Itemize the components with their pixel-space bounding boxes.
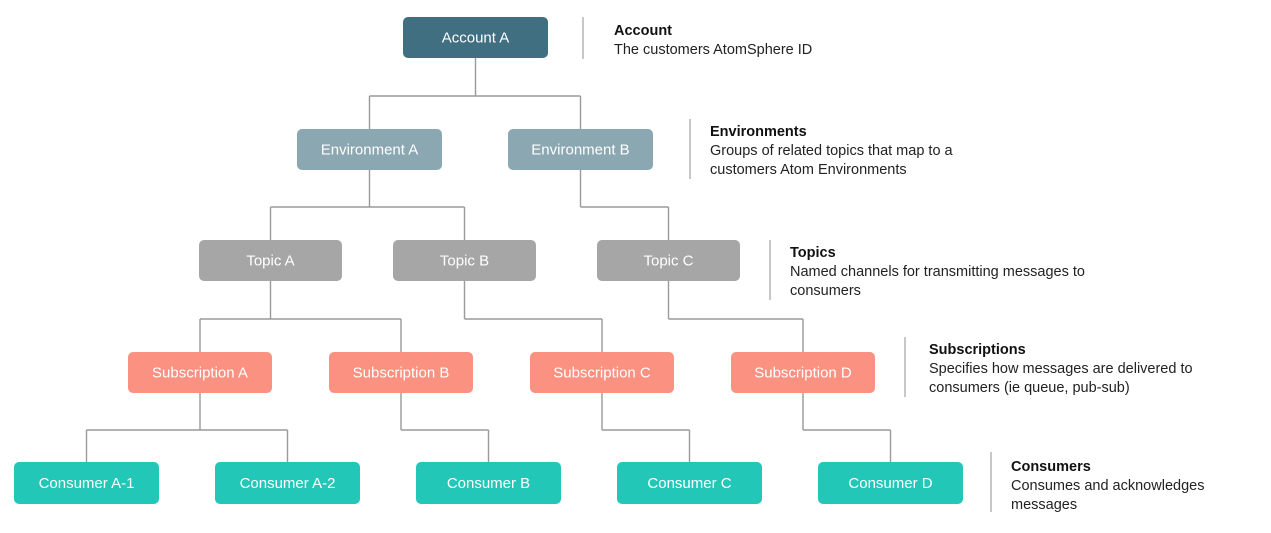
node-box-consumer-a-2[interactable]	[215, 462, 360, 504]
legend-description-line: consumers (ie queue, pub-sub)	[929, 380, 1130, 396]
connector-group-subscription-c	[601, 393, 691, 462]
node-consumer-a-1[interactable]: Consumer A-1	[14, 462, 159, 504]
legend-description-line: Groups of related topics that map to a	[710, 143, 954, 159]
legend-description-line: The customers AtomSphere ID	[614, 42, 812, 58]
connector-group-subscription-d	[802, 393, 892, 462]
node-label-account-a: Account A	[442, 29, 510, 46]
node-box-topic-b[interactable]	[393, 240, 536, 281]
node-topic-b[interactable]: Topic B	[393, 240, 536, 281]
node-box-subscription-a[interactable]	[128, 352, 272, 393]
connector-group-topic-c	[667, 281, 804, 352]
connector-group-topic-a	[199, 281, 402, 352]
node-label-topic-b: Topic B	[440, 252, 489, 269]
legend-title-topics: Topics	[790, 245, 836, 261]
node-label-consumer-b: Consumer B	[447, 475, 530, 492]
node-subscription-c[interactable]: Subscription C	[530, 352, 674, 393]
node-topic-c[interactable]: Topic C	[597, 240, 740, 281]
node-box-consumer-a-1[interactable]	[14, 462, 159, 504]
node-box-topic-c[interactable]	[597, 240, 740, 281]
node-box-subscription-b[interactable]	[329, 352, 473, 393]
node-label-topic-c: Topic C	[643, 252, 693, 269]
node-subscription-d[interactable]: Subscription D	[731, 352, 875, 393]
node-subscription-a[interactable]: Subscription A	[128, 352, 272, 393]
node-box-consumer-c[interactable]	[617, 462, 762, 504]
legend-description-environments: Groups of related topics that map to a cu…	[710, 143, 954, 178]
node-box-subscription-c[interactable]	[530, 352, 674, 393]
node-label-consumer-a-1: Consumer A-1	[39, 475, 135, 492]
node-box-topic-a[interactable]	[199, 240, 342, 281]
legend-description-line: messages	[1011, 497, 1077, 513]
connector-group-subscription-b	[400, 393, 490, 462]
node-consumer-a-2[interactable]: Consumer A-2	[215, 462, 360, 504]
legend-title-subscriptions: Subscriptions	[929, 342, 1026, 358]
legend-description-account: The customers AtomSphere ID	[614, 42, 812, 58]
legend-description-line: customers Atom Environments	[710, 162, 907, 178]
node-label-topic-a: Topic A	[246, 252, 294, 269]
node-label-consumer-d: Consumer D	[848, 475, 932, 492]
node-subscription-b[interactable]: Subscription B	[329, 352, 473, 393]
connector-group-topic-b	[463, 281, 603, 352]
legend-description-subscriptions: Specifies how messages are delivered to c…	[929, 361, 1193, 396]
connector-group-environment-b	[579, 170, 670, 240]
connector-layer	[85, 58, 892, 462]
legend-description-line: Consumes and acknowledges	[1011, 478, 1204, 494]
node-box-consumer-b[interactable]	[416, 462, 561, 504]
connector-group-subscription-a	[85, 393, 289, 462]
node-consumer-b[interactable]: Consumer B	[416, 462, 561, 504]
node-label-consumer-a-2: Consumer A-2	[240, 475, 336, 492]
node-layer: Account A Environment A Environment B Topic…	[14, 17, 963, 504]
legend-description-line: consumers	[790, 283, 861, 299]
node-label-subscription-d: Subscription D	[754, 364, 852, 381]
legend-description-topics: Named channels for transmitting messages…	[790, 264, 1085, 299]
legend-description-line: Named channels for transmitting messages…	[790, 264, 1085, 280]
node-label-environment-b: Environment B	[531, 141, 629, 158]
node-box-environment-b[interactable]	[508, 129, 653, 170]
node-environment-b[interactable]: Environment B	[508, 129, 653, 170]
node-label-consumer-c: Consumer C	[647, 475, 731, 492]
node-topic-a[interactable]: Topic A	[199, 240, 342, 281]
node-consumer-c[interactable]: Consumer C	[617, 462, 762, 504]
node-label-subscription-a: Subscription A	[152, 364, 248, 381]
node-label-subscription-c: Subscription C	[553, 364, 651, 381]
legend-title-consumers: Consumers	[1011, 459, 1091, 475]
connector-group-environment-a	[269, 170, 466, 240]
node-box-subscription-d[interactable]	[731, 352, 875, 393]
node-label-environment-a: Environment A	[321, 141, 419, 158]
legend-title-account: Account	[614, 23, 672, 39]
node-account-a[interactable]: Account A	[403, 17, 548, 58]
legend-title-environments: Environments	[710, 124, 807, 140]
node-box-environment-a[interactable]	[297, 129, 442, 170]
legend-description-consumers: Consumes and acknowledges messages	[1011, 478, 1204, 513]
node-environment-a[interactable]: Environment A	[297, 129, 442, 170]
node-consumer-d[interactable]: Consumer D	[818, 462, 963, 504]
node-box-account-a[interactable]	[403, 17, 548, 58]
node-box-consumer-d[interactable]	[818, 462, 963, 504]
legend-description-line: Specifies how messages are delivered to	[929, 361, 1193, 377]
connector-group-account-a	[368, 58, 582, 129]
node-label-subscription-b: Subscription B	[353, 364, 450, 381]
